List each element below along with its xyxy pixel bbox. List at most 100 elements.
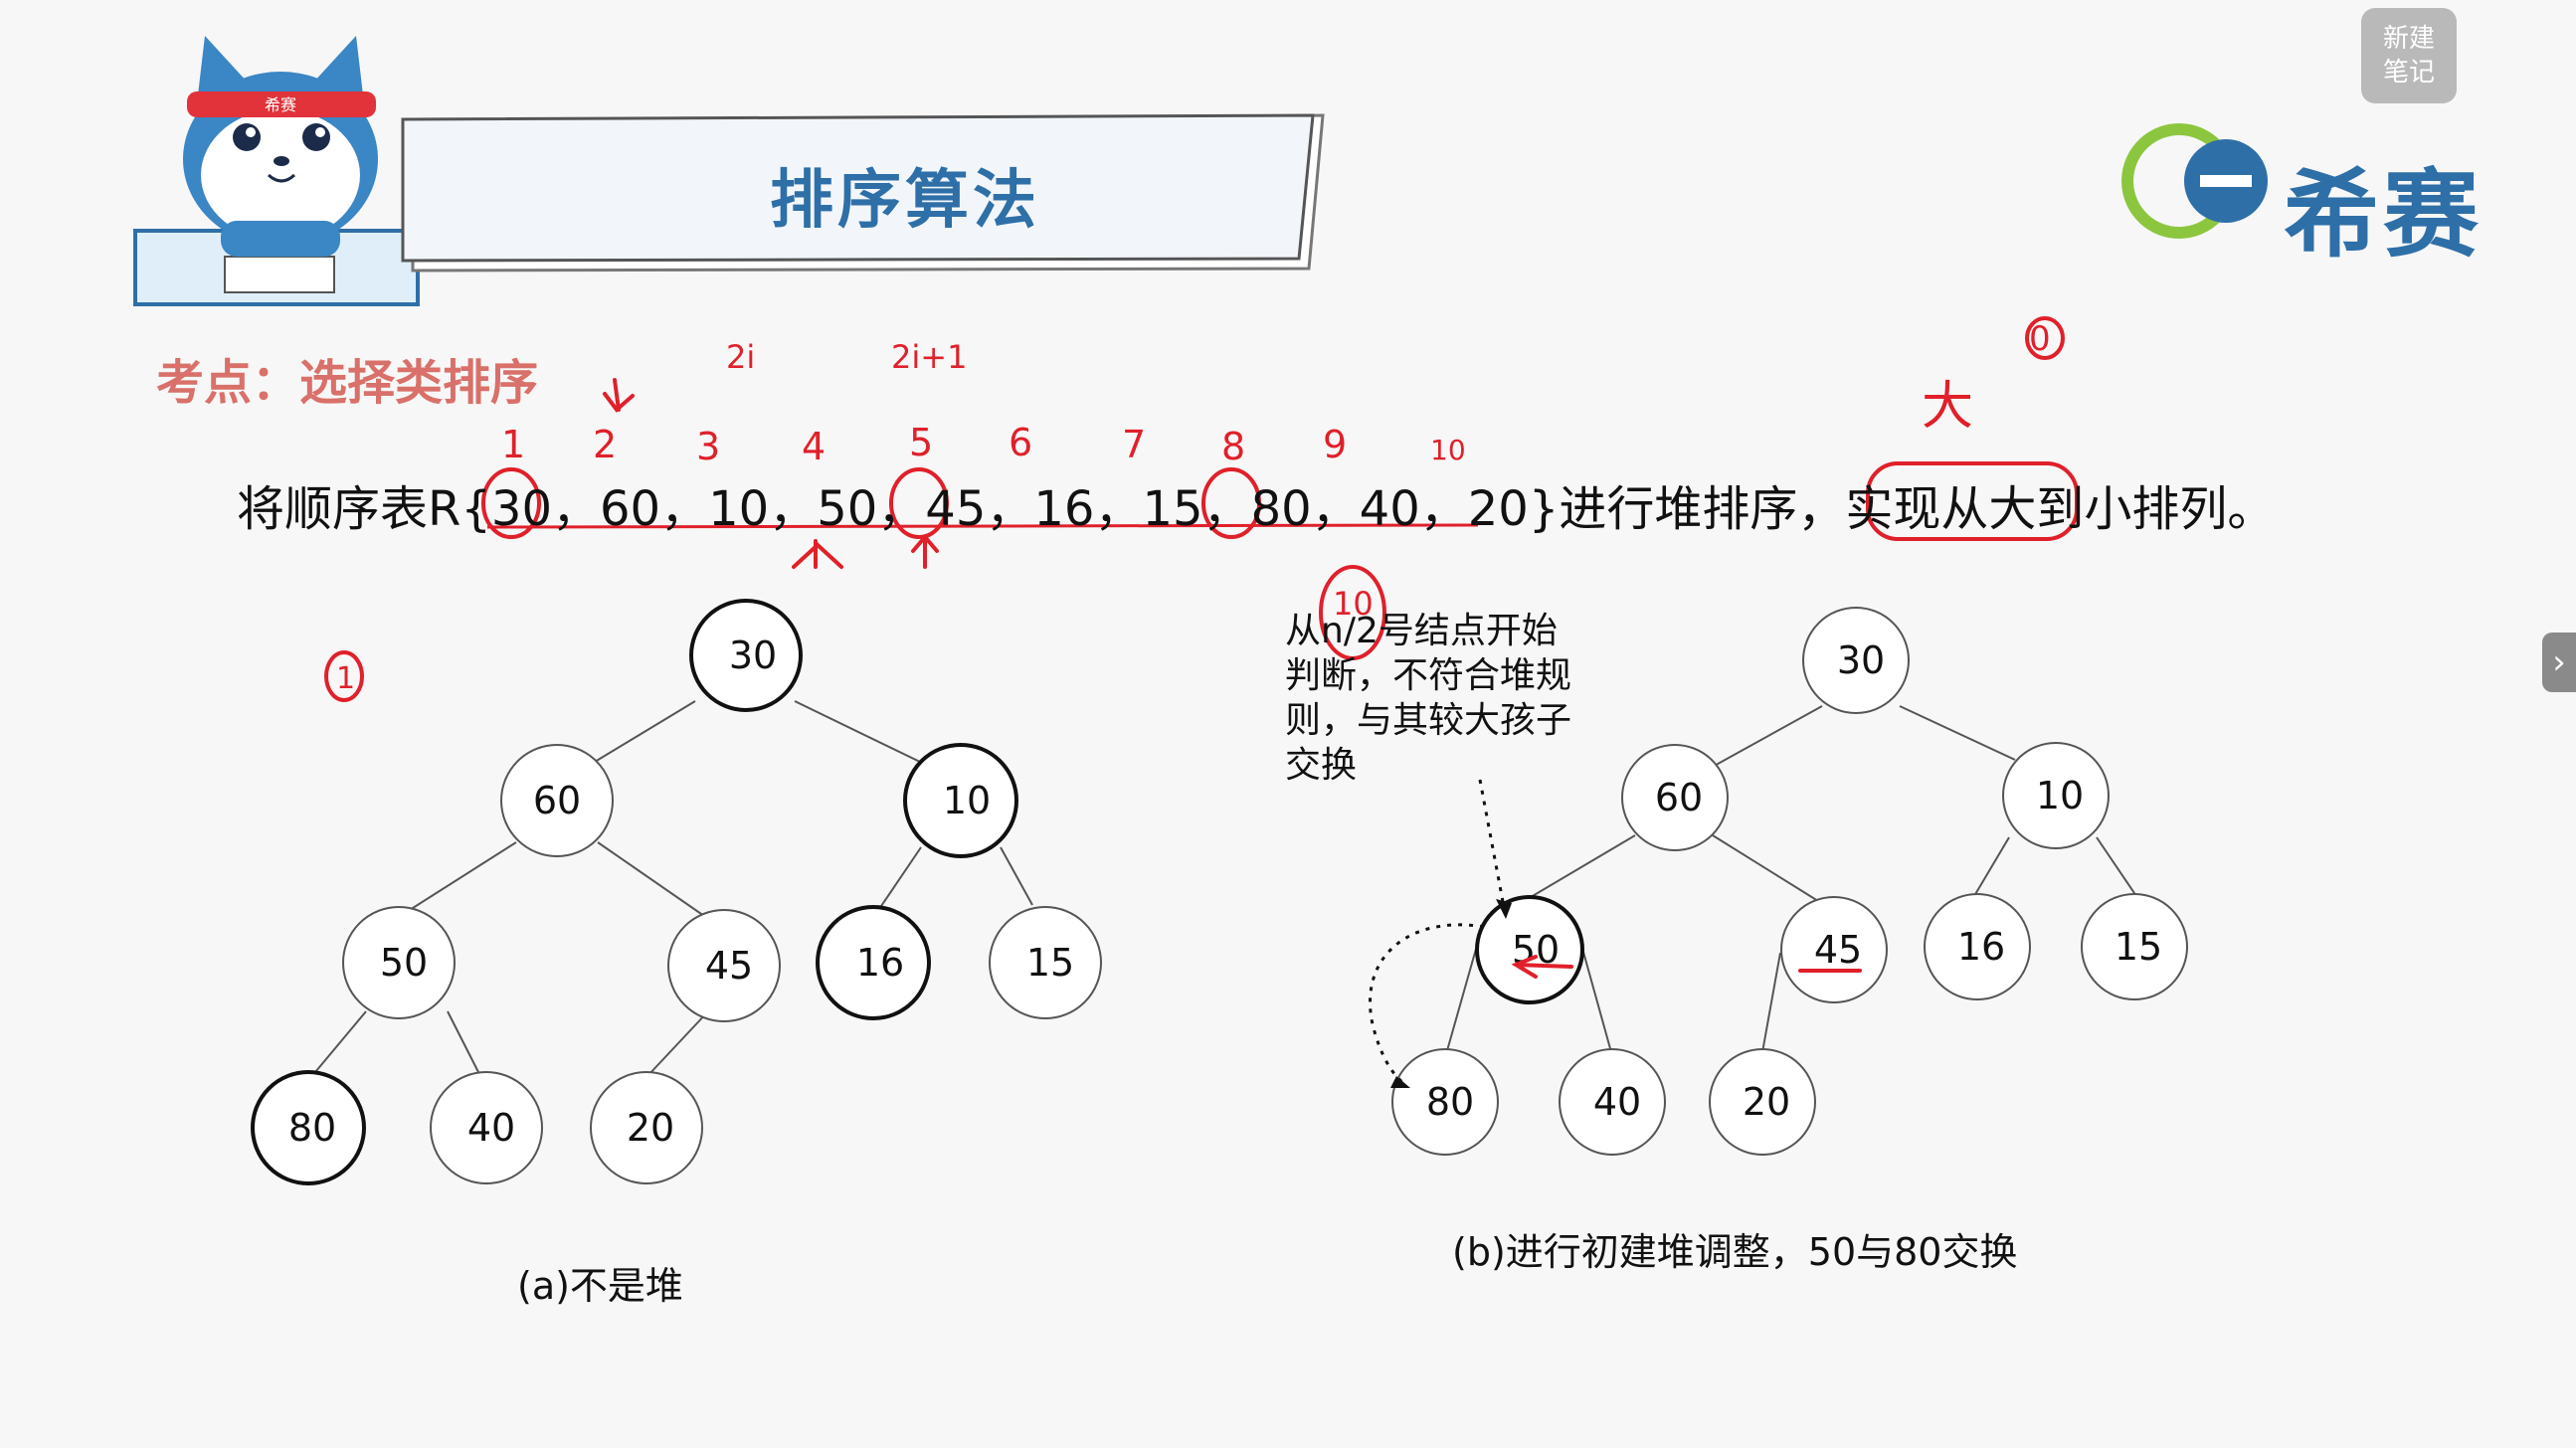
svg-text:16: 16	[856, 941, 904, 985]
tree-a-node-9: 40	[430, 1071, 543, 1184]
statement-highlight: 从大到小	[1940, 481, 2132, 537]
brand-name: 希赛	[2284, 159, 2483, 271]
statement-suffix: }进行堆排序，实现	[1528, 481, 1941, 537]
tree-a-node-10: 20	[590, 1071, 703, 1184]
statement-separator: ，	[769, 481, 818, 537]
ink-arrow-down	[603, 378, 635, 413]
svg-text:20: 20	[1743, 1080, 1790, 1124]
svg-text:1: 1	[501, 423, 525, 466]
statement-separator: ，	[877, 481, 926, 537]
exam-point-label: 考点：选择类排序	[156, 355, 539, 411]
annotation-line: 交换	[1285, 745, 1358, 786]
svg-text:30: 30	[1837, 638, 1885, 682]
annotation-line: 判断，不符合堆规	[1285, 655, 1572, 696]
svg-text:40: 40	[1593, 1080, 1641, 1124]
page-title: 排序算法	[770, 164, 1040, 238]
statement-separator: ，	[1419, 481, 1468, 537]
tree-b-node-10: 20	[1709, 1048, 1816, 1156]
svg-text:10: 10	[943, 779, 991, 822]
ink-circle-n2	[1319, 565, 1386, 660]
title-banner	[401, 113, 1325, 272]
tree-a-caption: (a)不是堆	[517, 1264, 683, 1308]
svg-text:9: 9	[1323, 423, 1347, 466]
statement-separator: ，	[551, 481, 600, 537]
statement-separator: ，	[1311, 481, 1360, 537]
ink-arrow-up-a	[792, 539, 843, 569]
statement-underline	[486, 523, 1479, 529]
svg-text:60: 60	[1655, 776, 1703, 819]
svg-text:80: 80	[288, 1106, 336, 1150]
ink-circle-one	[324, 650, 364, 702]
svg-text:60: 60	[533, 779, 581, 822]
tree-a-node-5: 45	[667, 909, 781, 1022]
statement-value: 50	[817, 481, 878, 537]
tree-b-annotation: 从n/2号结点开始 判断，不符合堆规 则，与其较大孩子 交换	[1285, 609, 1613, 788]
statement-value: 60	[600, 481, 661, 537]
annotation-line: 则，与其较大孩子	[1285, 700, 1572, 741]
mascot-badge-text: 希赛	[265, 95, 296, 114]
tree-b-node-4: 50	[1475, 895, 1584, 1004]
svg-text:16: 16	[1957, 925, 2005, 969]
svg-text:3: 3	[696, 425, 720, 468]
statement-separator: ，	[986, 481, 1034, 537]
svg-text:40: 40	[467, 1106, 515, 1150]
tree-b-node-5: 45	[1780, 896, 1888, 1003]
statement-separator: ，	[660, 481, 709, 537]
tree-a: 30 60 10 50 45 16 15 80 40 20	[251, 599, 1102, 1185]
tree-a-node-7: 15	[989, 906, 1102, 1019]
svg-text:10: 10	[1333, 585, 1374, 623]
chevron-right-icon: ›	[2552, 642, 2566, 682]
brand-logo	[2121, 123, 2268, 239]
annotation-arrow-head	[1496, 899, 1512, 919]
tree-b-caption: (b)进行初建堆调整，50与80交换	[1452, 1230, 2018, 1274]
side-panel-toggle[interactable]: ›	[2542, 633, 2576, 692]
statement-value: 30	[490, 481, 552, 537]
mascot-illustration: 希赛	[133, 36, 420, 306]
svg-text:15: 15	[2115, 925, 2162, 969]
swap-arrow	[1369, 779, 1506, 1084]
tree-b: 30 60 10 50 45 16 15 80 40 20	[1391, 607, 2188, 1156]
tree-b-edges	[1445, 705, 2139, 1055]
tree-b-node-2: 60	[1621, 744, 1729, 851]
new-note-button[interactable]: 新建 笔记	[2361, 8, 2457, 103]
svg-text:4: 4	[802, 425, 826, 468]
ink-circle-30	[481, 467, 541, 539]
svg-text:20: 20	[627, 1106, 674, 1150]
tree-a-node-8: 80	[251, 1070, 366, 1185]
new-note-label-1: 新建	[2382, 24, 2435, 54]
statement-value: 15	[1142, 481, 1203, 537]
ink-arrow-up-b	[911, 533, 939, 569]
svg-text:7: 7	[1122, 423, 1146, 466]
tree-a-node-2: 60	[500, 744, 614, 857]
ink-zero	[2025, 316, 2065, 360]
svg-text:80: 80	[1426, 1080, 1474, 1124]
tree-a-node-4: 50	[342, 906, 456, 1019]
svg-text:10: 10	[1430, 434, 1466, 466]
tree-a-node-1: 30	[689, 599, 803, 712]
svg-text:50: 50	[380, 941, 428, 985]
tree-b-node-6: 16	[1924, 893, 2031, 1000]
statement-separator: ，	[1202, 481, 1251, 537]
statement-value: 16	[1033, 481, 1095, 537]
svg-text:2i+1: 2i+1	[891, 338, 967, 376]
tree-b-node-3: 10	[2002, 742, 2110, 849]
svg-text:1: 1	[336, 661, 355, 696]
ink-box-highlight	[1866, 461, 2079, 541]
svg-text:30: 30	[729, 634, 777, 677]
tree-a-node-3: 10	[903, 743, 1018, 858]
statement-value: 45	[925, 481, 987, 537]
statement-value: 40	[1359, 481, 1420, 537]
ink-circle-45	[889, 467, 949, 539]
tree-a-edges	[309, 700, 1033, 1079]
tree-b-node-1: 30	[1802, 607, 1910, 714]
statement-value: 20	[1467, 481, 1529, 537]
ink-swap-mark	[1511, 955, 1573, 979]
tree-b-node-9: 40	[1559, 1048, 1666, 1156]
problem-statement: 将顺序表R{30，60，10，50，45，16，15，80，40，20}进行堆排…	[237, 469, 2275, 539]
svg-text:45: 45	[705, 944, 753, 988]
svg-text:2: 2	[593, 423, 617, 466]
svg-text:8: 8	[1221, 425, 1245, 468]
statement-end: 排列。	[2131, 481, 2276, 537]
ink-circle-80	[1201, 467, 1261, 539]
svg-text:5: 5	[909, 421, 933, 464]
